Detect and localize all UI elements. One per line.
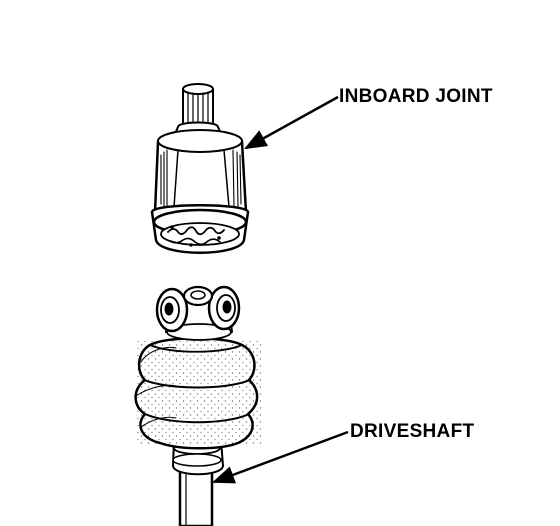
- tripod-roller-right: [207, 285, 241, 331]
- tripod-roller-left: [155, 287, 189, 333]
- driveshaft-callout-arrow: [211, 430, 349, 484]
- tripod-roller-center: [182, 285, 214, 307]
- joint-opening: [150, 204, 250, 254]
- driveshaft-label: DRIVESHAFT: [350, 421, 475, 442]
- inboard-joint: [150, 83, 250, 254]
- joint-housing: [153, 129, 248, 214]
- driveshaft-assembly: [134, 285, 261, 526]
- inboard-joint-callout-arrow: [244, 95, 339, 150]
- cv-boot: [134, 337, 261, 450]
- joint-stub-shaft: [182, 83, 214, 128]
- tripod-spider: [155, 285, 241, 341]
- inboard-joint-label: INBOARD JOINT: [339, 86, 493, 107]
